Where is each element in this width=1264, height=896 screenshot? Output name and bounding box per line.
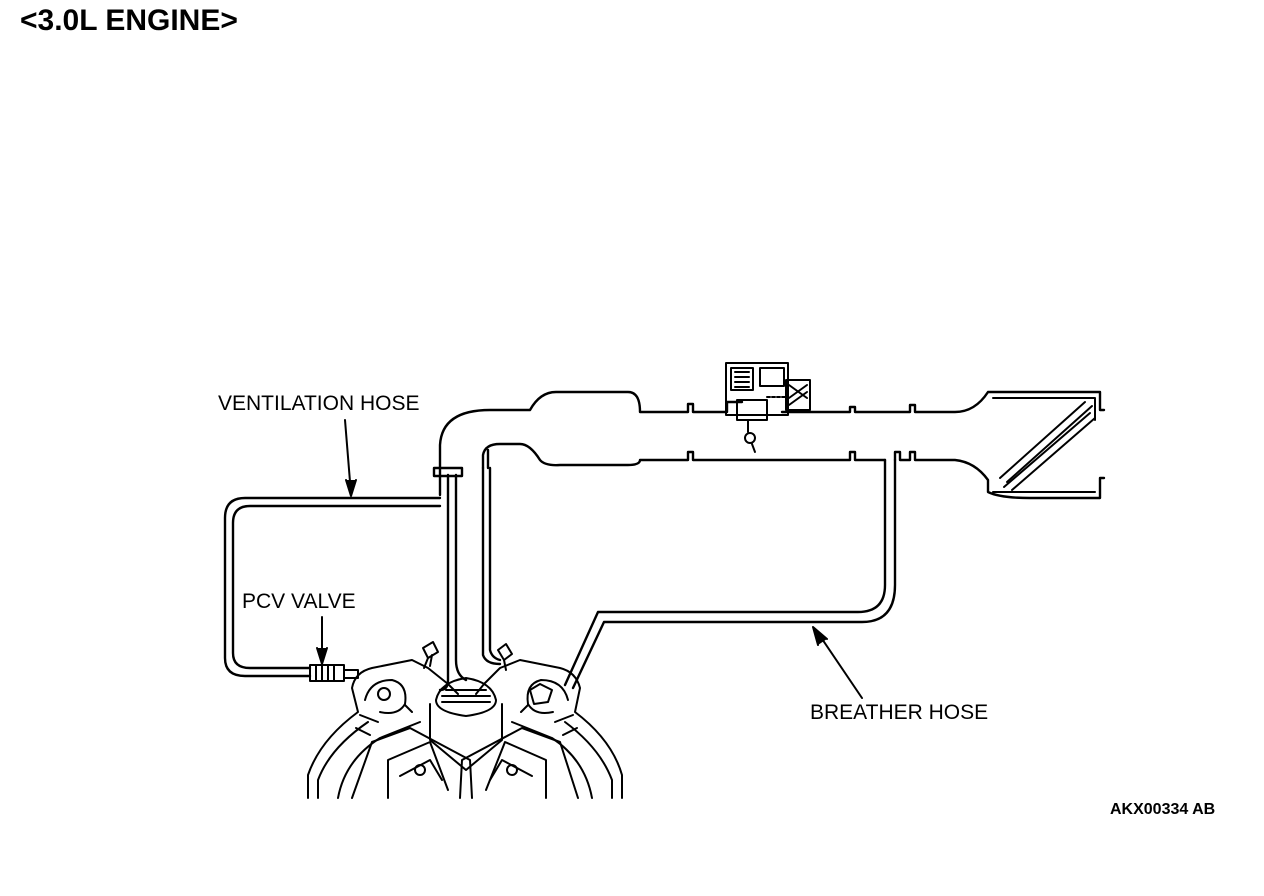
airflow-sensor xyxy=(725,362,811,453)
ventilation-hose-leader xyxy=(344,419,357,497)
figure-reference: AKX00334 AB xyxy=(1110,801,1216,818)
ventilation-hose xyxy=(223,466,468,692)
pcv-valve-label: PCV VALVE xyxy=(242,590,356,613)
breather-hose xyxy=(481,458,897,690)
air-intake-duct xyxy=(438,390,1106,500)
engine-block xyxy=(307,641,623,799)
air-cleaner-element xyxy=(992,397,1096,493)
page-title: <3.0L ENGINE> xyxy=(20,4,238,37)
pcv-valve xyxy=(309,664,359,682)
breather-hose-label: BREATHER HOSE xyxy=(810,701,989,724)
ventilation-hose-label: VENTILATION HOSE xyxy=(218,392,420,415)
pcv-valve-leader xyxy=(316,616,328,665)
breather-hose-leader xyxy=(812,626,863,699)
